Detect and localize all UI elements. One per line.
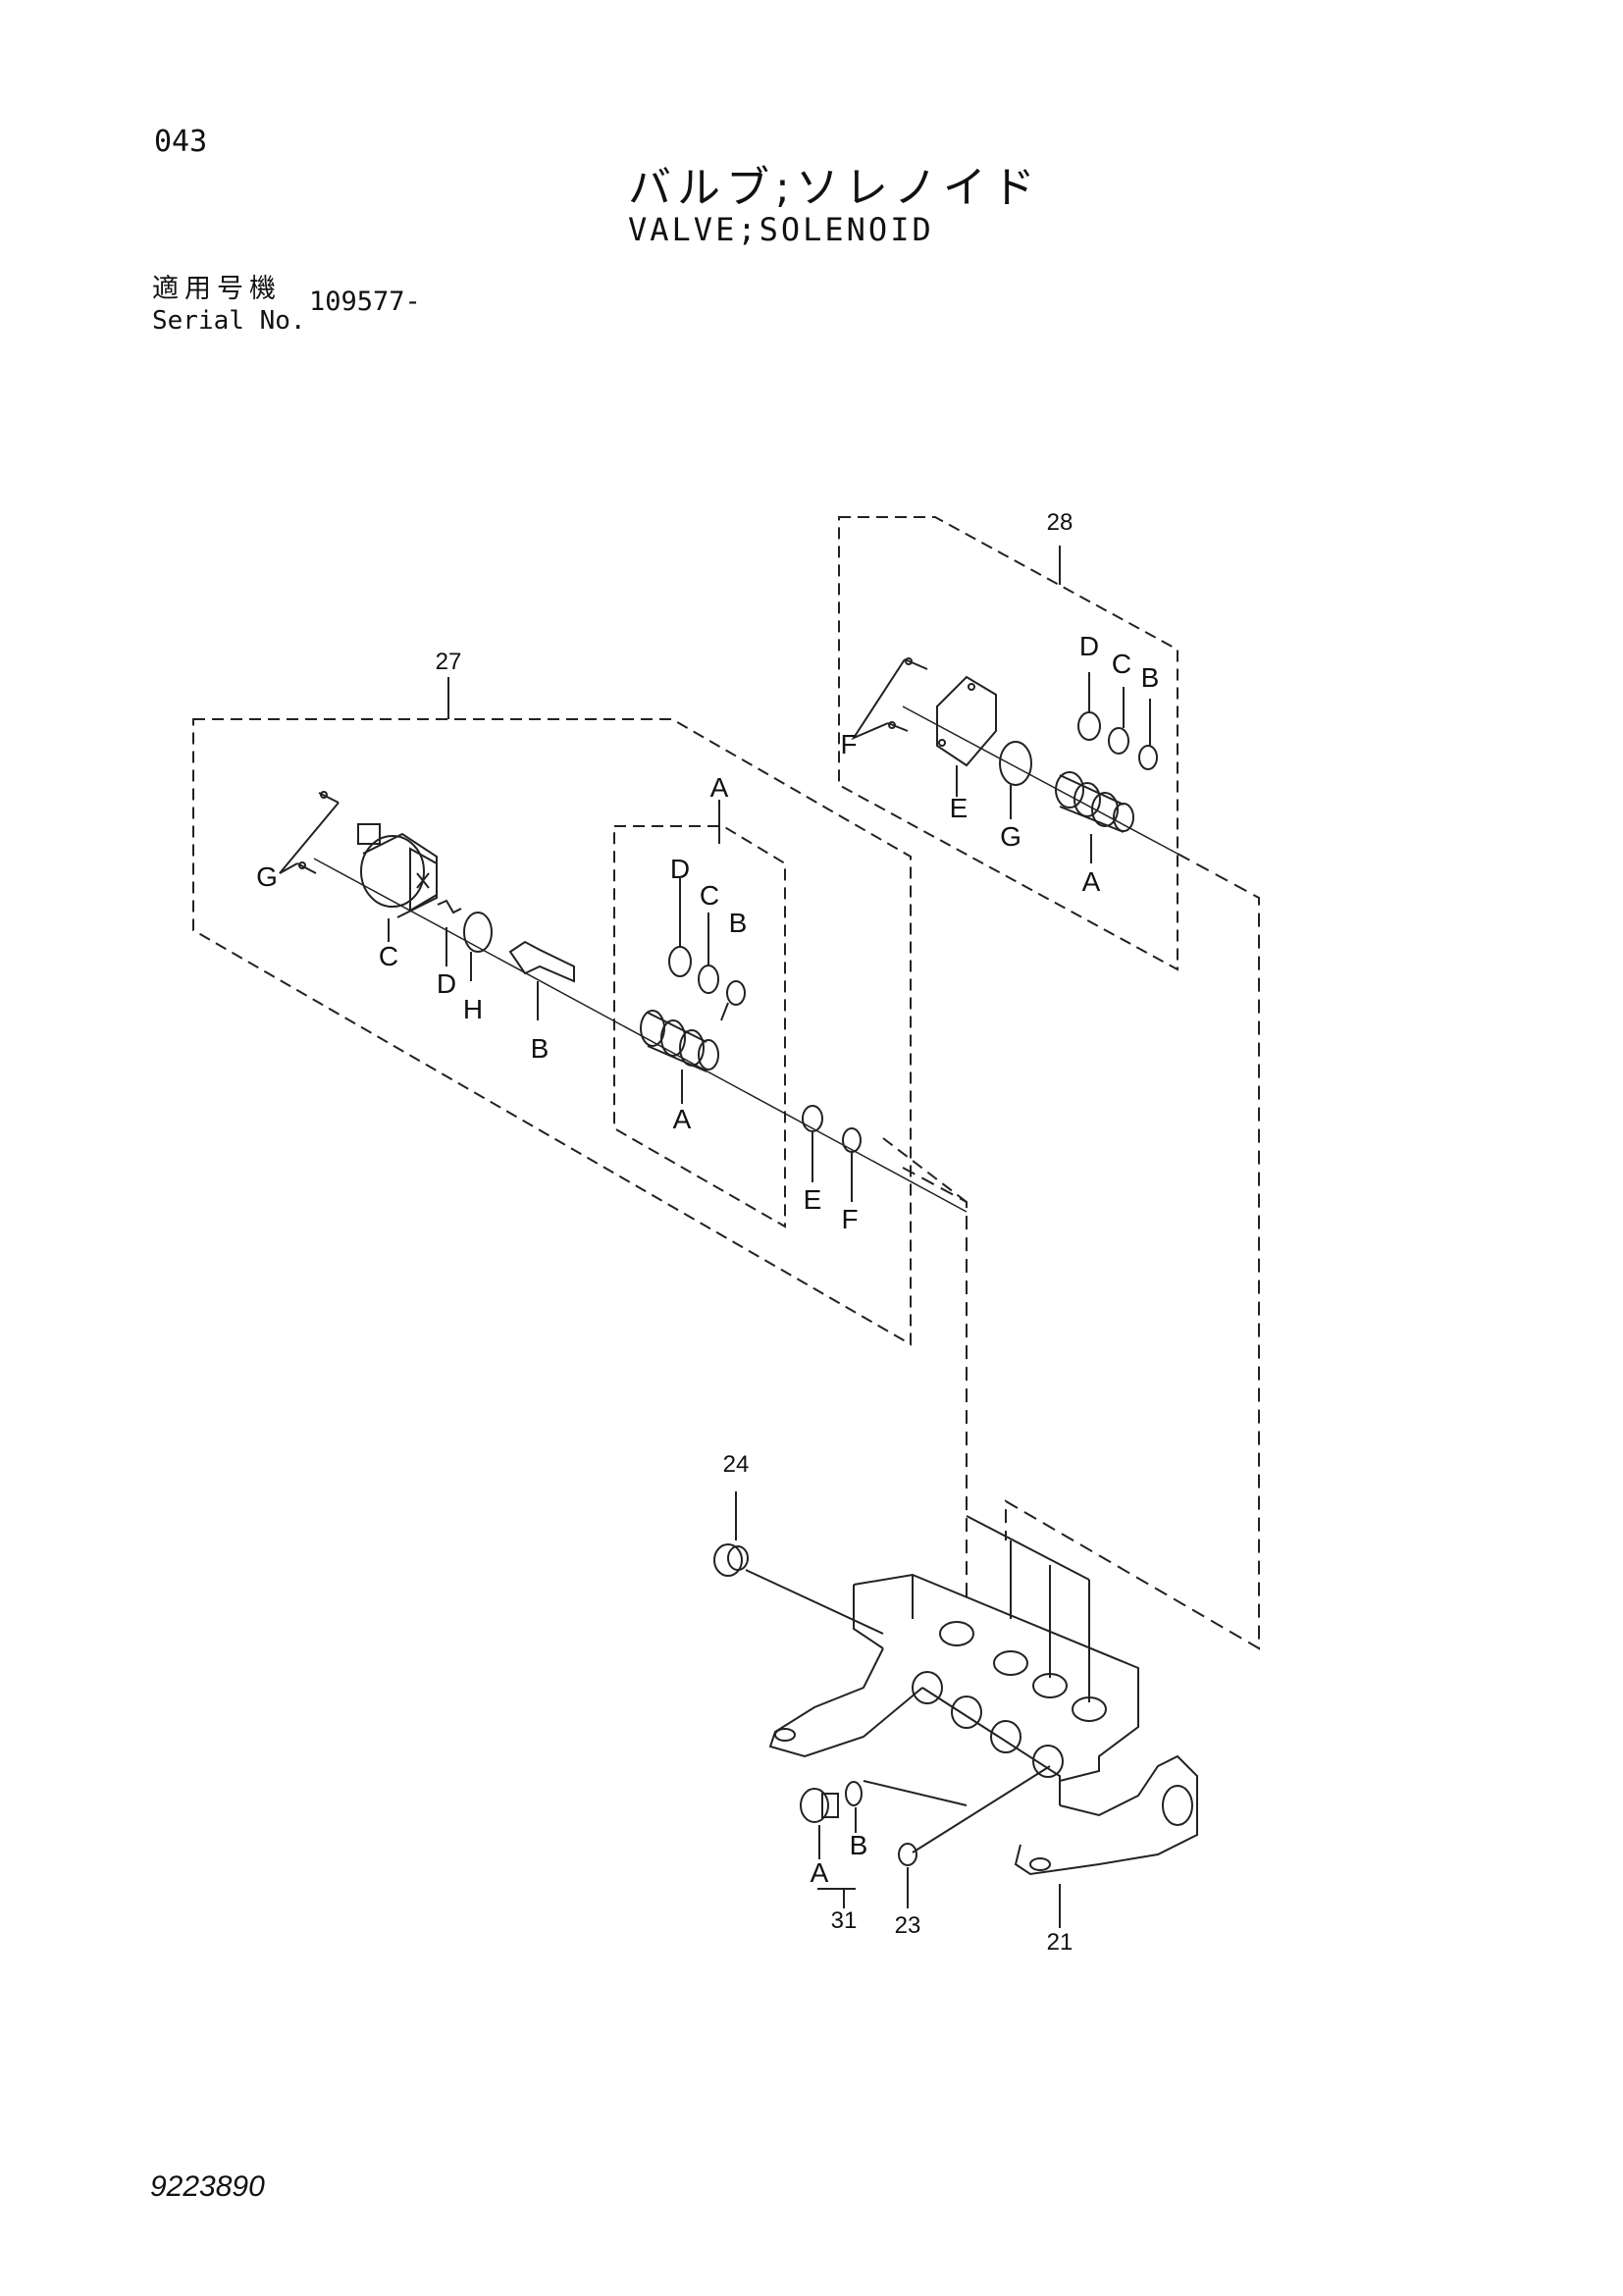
letter-b-27-ring: B bbox=[729, 908, 748, 938]
oring-b-31 bbox=[845, 1781, 863, 1806]
screw-g-upper bbox=[318, 791, 340, 804]
spool-b-part bbox=[508, 940, 575, 1020]
valve-body-21 bbox=[768, 1573, 1198, 1876]
letter-c-27: C bbox=[379, 941, 398, 971]
solenoid-coil-part bbox=[357, 823, 438, 942]
connect-line-1 bbox=[966, 1515, 1090, 1581]
assembly-28-boundary bbox=[838, 516, 1178, 971]
dashed-connect-27 bbox=[902, 1167, 968, 1599]
oring-b-27 bbox=[726, 980, 746, 1006]
spring-part bbox=[437, 899, 462, 966]
serial-label-japanese: 適用号機 bbox=[152, 274, 282, 304]
cover-plate-e-28 bbox=[936, 675, 997, 797]
oring-d-28 bbox=[1077, 711, 1101, 741]
letter-h-27: H bbox=[463, 994, 483, 1024]
oring-c-27 bbox=[698, 965, 719, 994]
letter-g-28: G bbox=[1000, 821, 1021, 852]
letter-f-28: F bbox=[840, 729, 857, 759]
letter-c-28: C bbox=[1112, 649, 1131, 679]
letter-a-28: A bbox=[1082, 866, 1101, 897]
callout-27: 27 bbox=[436, 649, 462, 675]
page-number: 043 bbox=[154, 125, 208, 159]
plug-23-part bbox=[898, 1765, 1051, 1908]
plug-31-a-part bbox=[800, 1788, 839, 1859]
letter-b-28: B bbox=[1141, 662, 1160, 693]
callout-24: 24 bbox=[723, 1451, 750, 1478]
letter-f-27: F bbox=[841, 1204, 858, 1234]
callout-23: 23 bbox=[895, 1912, 921, 1939]
callout-31: 31 bbox=[831, 1907, 858, 1934]
serial-number-value: 109577- bbox=[309, 287, 421, 317]
screw-g-lower bbox=[296, 861, 317, 874]
axis-to-body-27 bbox=[882, 1137, 968, 1203]
document-number: 9223890 bbox=[150, 2170, 265, 2203]
letter-d-27-ring: D bbox=[670, 854, 690, 884]
oring-d-27 bbox=[668, 946, 692, 977]
assembly-27-boundary bbox=[192, 718, 912, 1346]
letter-a-27-sleeve: A bbox=[673, 1104, 692, 1134]
callout-21: 21 bbox=[1047, 1929, 1073, 1956]
backup-f-27 bbox=[842, 1127, 862, 1153]
sleeve-a-part bbox=[640, 1010, 719, 1104]
oring-c-28 bbox=[1108, 727, 1129, 755]
letter-c-27-ring: C bbox=[700, 880, 719, 911]
axis-line-27 bbox=[313, 858, 968, 1213]
letter-a-31: A bbox=[811, 1857, 829, 1888]
title-japanese: バルブ;ソレノイド bbox=[628, 163, 1041, 213]
oring-h-part bbox=[463, 912, 493, 981]
letter-b-27-spool: B bbox=[531, 1033, 550, 1064]
letter-e-28: E bbox=[950, 793, 969, 823]
title-english: VALVE;SOLENOID bbox=[628, 211, 934, 248]
leader-f-28 bbox=[851, 658, 906, 741]
connect-31-line bbox=[863, 1780, 968, 1806]
oring-b-28 bbox=[1138, 745, 1158, 770]
plug-24-part bbox=[713, 1491, 884, 1635]
serial-label-english: Serial No. bbox=[152, 306, 306, 336]
subkit-a-boundary bbox=[613, 825, 786, 1228]
leader-g bbox=[279, 802, 340, 874]
letter-d-27: D bbox=[437, 968, 456, 999]
dashed-connect-28 bbox=[1005, 853, 1260, 1650]
axis-line-28 bbox=[902, 705, 1178, 855]
letter-b-31: B bbox=[850, 1830, 868, 1860]
sleeve-a-28 bbox=[1055, 771, 1134, 863]
letter-d-28: D bbox=[1079, 631, 1099, 661]
screw-f-lower-28 bbox=[887, 721, 909, 732]
letter-e-27: E bbox=[804, 1184, 822, 1215]
callout-28: 28 bbox=[1047, 509, 1073, 536]
letter-g-27: G bbox=[256, 861, 278, 892]
oring-e-27 bbox=[802, 1105, 823, 1132]
screw-f-upper-28 bbox=[904, 657, 928, 670]
oring-g-28 bbox=[999, 741, 1032, 786]
letter-a-27-subkit: A bbox=[710, 772, 729, 803]
